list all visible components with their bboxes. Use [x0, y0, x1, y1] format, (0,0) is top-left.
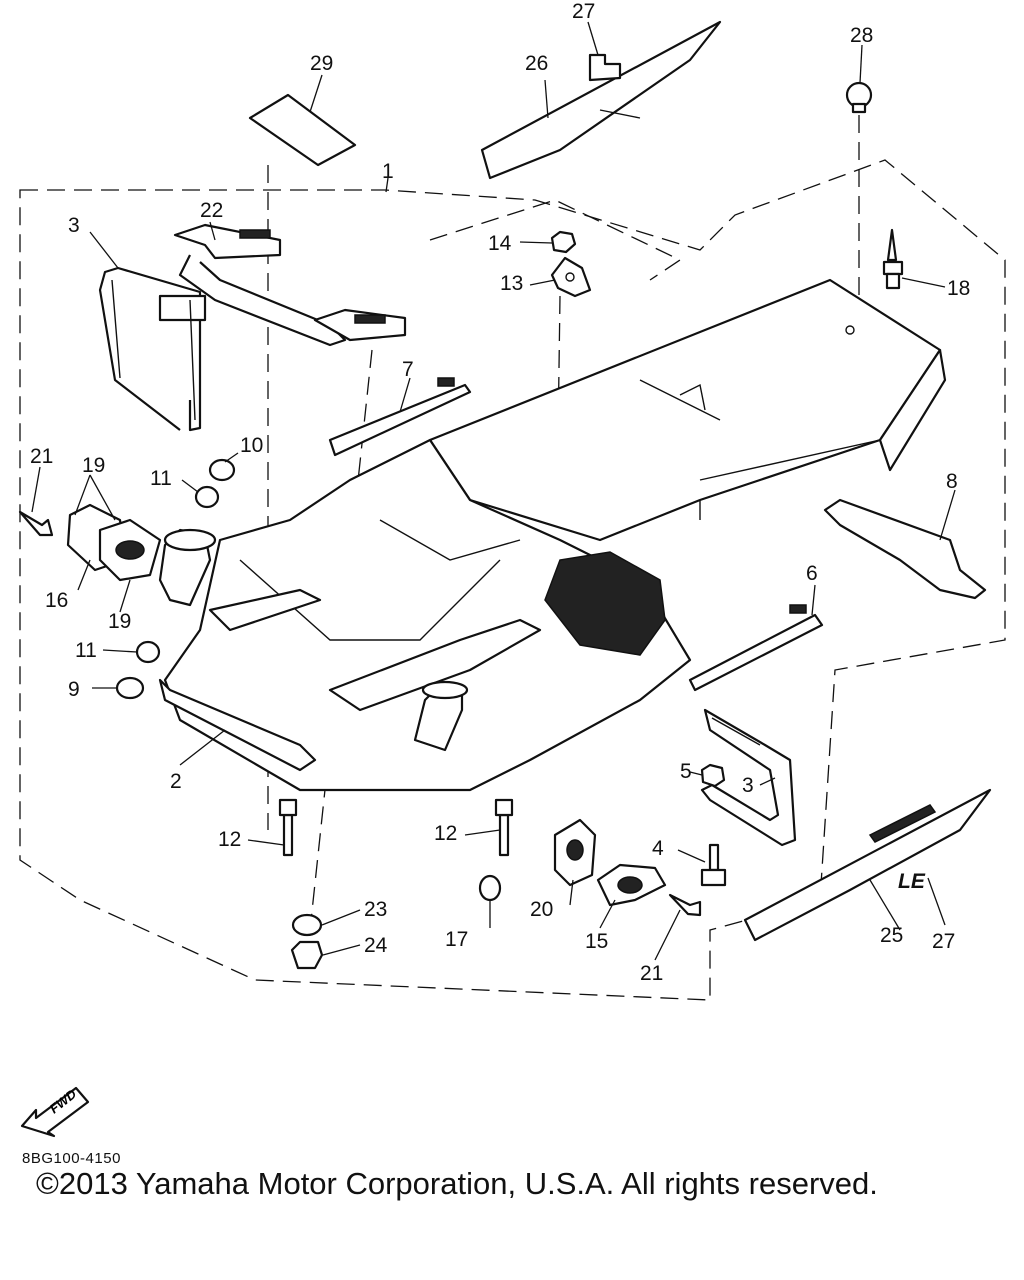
steering-post-left[interactable] — [158, 528, 217, 607]
callout-3-left: 3 — [68, 214, 80, 237]
frame-tunnel-part[interactable] — [428, 278, 947, 542]
callout-27-upper: 27 — [572, 0, 595, 23]
callout-7: 7 — [402, 358, 414, 381]
bumper-left-part[interactable] — [98, 266, 207, 432]
callout-14: 14 — [488, 232, 512, 255]
callout-12-left: 12 — [218, 828, 241, 851]
front-rail-part[interactable] — [158, 678, 317, 772]
callout-10: 10 — [240, 434, 263, 457]
callout-25: 25 — [880, 924, 903, 947]
callout-17: 17 — [445, 928, 468, 951]
callout-8: 8 — [946, 470, 958, 493]
callout-13: 13 — [500, 272, 523, 295]
nut-5-part[interactable] — [700, 763, 726, 788]
chassis-body-part[interactable] — [163, 438, 881, 792]
bolt-12-left-part[interactable] — [278, 798, 298, 857]
callout-21-left: 21 — [30, 445, 53, 468]
callout-29: 29 — [310, 52, 333, 75]
assembly-boundary — [19, 159, 1006, 1001]
bolt-4-part[interactable] — [700, 843, 727, 887]
steering-post-right[interactable] — [413, 680, 469, 752]
callout-27-lower: 27 — [932, 930, 955, 953]
callout-6: 6 — [806, 562, 818, 585]
callout-3-right: 3 — [742, 774, 754, 797]
bushing-10-part[interactable] — [208, 458, 236, 482]
diagram-code: 8BG100-4150 — [22, 1150, 121, 1167]
frame-exploded-diagram: LE — [18, 0, 1006, 1001]
callout-11-lower: 11 — [75, 639, 97, 662]
plate-19-part[interactable] — [66, 503, 162, 582]
le-emblem-part[interactable]: LE — [898, 870, 926, 893]
callout-11-upper: 11 — [150, 467, 172, 490]
callout-19-lower: 19 — [108, 610, 131, 633]
emblem-part-upper[interactable] — [588, 53, 622, 82]
step-rail-part[interactable] — [173, 223, 407, 931]
callout-19-upper: 19 — [82, 454, 105, 477]
forward-arrow-icon: FWD — [20, 1086, 90, 1138]
callout-28: 28 — [850, 24, 873, 47]
callout-23: 23 — [364, 898, 387, 921]
grommet-part[interactable] — [845, 81, 873, 330]
bumper-right-part[interactable] — [700, 708, 797, 847]
callout-21-right: 21 — [640, 962, 663, 985]
callout-24: 24 — [364, 934, 388, 957]
bolt-21-left-part[interactable] — [18, 510, 54, 537]
grommet-17-part[interactable] — [478, 874, 502, 902]
callout-22: 22 — [200, 199, 223, 222]
callout-12-right: 12 — [434, 822, 457, 845]
bushing-11-lower-part[interactable] — [135, 640, 161, 664]
copyright-notice: ©2013 Yamaha Motor Corporation, U.S.A. A… — [36, 1166, 878, 1201]
callout-9: 9 — [68, 678, 80, 701]
callout-15: 15 — [585, 930, 608, 953]
side-decal-lower[interactable] — [743, 788, 992, 942]
bolt-12-right-part[interactable] — [494, 798, 514, 857]
plate-20-part[interactable] — [553, 818, 597, 887]
callout-16: 16 — [45, 589, 68, 612]
callout-20: 20 — [530, 898, 553, 921]
bracket-6-part[interactable] — [688, 604, 824, 692]
callout-26: 26 — [525, 52, 548, 75]
bolt-21-right-part[interactable] — [668, 893, 702, 917]
plate-15-part[interactable] — [596, 863, 667, 907]
le-emblem-text: LE — [898, 870, 926, 893]
bracket-7-part[interactable] — [328, 377, 472, 457]
callout-18: 18 — [947, 277, 970, 300]
bracket-8-part[interactable] — [823, 498, 987, 600]
side-decal-upper[interactable] — [480, 20, 722, 180]
bushing-11-upper-part[interactable] — [194, 485, 220, 509]
leader-lines — [31, 21, 956, 961]
callout-1: 1 — [382, 160, 394, 183]
pin-part[interactable] — [882, 228, 904, 290]
callout-2: 2 — [170, 770, 182, 793]
nut-24-part[interactable] — [290, 940, 324, 970]
bushing-9-part[interactable] — [115, 676, 145, 700]
callout-labels: 1 2 3 3 4 5 6 7 8 9 10 11 11 12 12 13 14… — [30, 0, 970, 985]
callout-4: 4 — [652, 837, 664, 860]
washer-23-part[interactable] — [291, 913, 323, 937]
callout-5: 5 — [680, 760, 692, 783]
nut-part[interactable] — [550, 230, 577, 254]
